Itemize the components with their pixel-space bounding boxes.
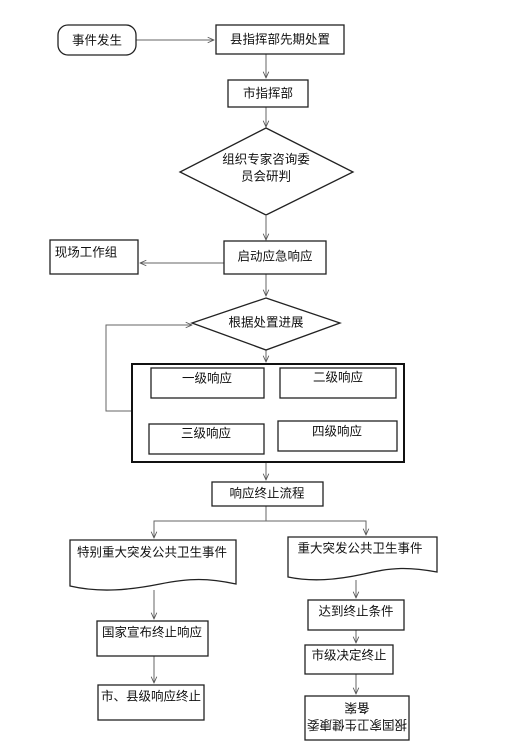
node-city-command xyxy=(227,79,309,108)
node-level-three-label: 三级响应 xyxy=(181,426,231,441)
node-report-provincial-health-text-group: 报国家卫生健康委 备案 xyxy=(307,701,408,733)
node-county-first-response xyxy=(215,24,345,55)
node-event-occurs xyxy=(57,24,137,56)
node-city-county-termination xyxy=(97,684,205,721)
arrow-branch-left xyxy=(154,520,266,538)
arrow-branch-right xyxy=(266,520,366,535)
node-level-four xyxy=(277,420,398,452)
node-expert-review-label-line2: 员会研判 xyxy=(241,169,291,184)
node-especially-major-event-label: 特别重大突发公共卫生事件 xyxy=(77,545,227,560)
node-city-decides-termination xyxy=(304,644,394,675)
node-meet-termination-conditions-label: 达到终止条件 xyxy=(318,604,393,619)
node-level-three xyxy=(148,423,265,455)
node-level-one xyxy=(150,367,265,399)
node-start-emergency-response xyxy=(223,240,327,275)
node-event-occurs-label: 事件发生 xyxy=(72,33,122,48)
node-report-provincial-health-label-line2: 备案 xyxy=(344,701,370,716)
node-termination-process-label: 响应终止流程 xyxy=(229,486,305,501)
node-city-county-termination-label: 市、县级响应终止 xyxy=(101,689,201,704)
node-county-first-response-label: 县指挥部先期处置 xyxy=(230,32,330,47)
node-field-work-group-label: 现场工作组 xyxy=(55,245,118,260)
node-especially-major-event xyxy=(69,539,237,591)
node-expert-review-diamond xyxy=(178,127,355,216)
connectors xyxy=(105,40,366,694)
node-national-announce-termination-label: 国家宣布终止响应 xyxy=(102,625,202,640)
node-level-two xyxy=(279,367,397,399)
node-major-event xyxy=(287,536,438,581)
node-report-provincial-health-label-line1: 报国家卫生健康委 xyxy=(307,718,408,733)
node-city-command-label: 市指挥部 xyxy=(243,86,293,101)
node-according-to-progress-label: 根据处置进展 xyxy=(228,315,303,330)
node-termination-process xyxy=(211,481,324,507)
node-level-four-label: 四级响应 xyxy=(312,424,362,439)
node-start-emergency-response-label: 启动应急响应 xyxy=(237,249,312,264)
node-city-decides-termination-label: 市级决定终止 xyxy=(311,648,386,663)
node-level-two-label: 二级响应 xyxy=(313,370,363,385)
node-level-one-label: 一级响应 xyxy=(182,371,232,386)
node-major-event-label: 重大突发公共卫生事件 xyxy=(297,541,422,556)
node-expert-review-label-line1: 组织专家咨询委 xyxy=(222,152,310,167)
node-meet-termination-conditions xyxy=(307,599,405,631)
feedback-loop-arrow xyxy=(105,325,192,412)
node-field-work-group xyxy=(49,239,139,275)
node-national-announce-termination xyxy=(96,620,209,657)
node-report-provincial-health xyxy=(304,695,410,741)
node-according-to-progress-diamond xyxy=(190,297,342,351)
